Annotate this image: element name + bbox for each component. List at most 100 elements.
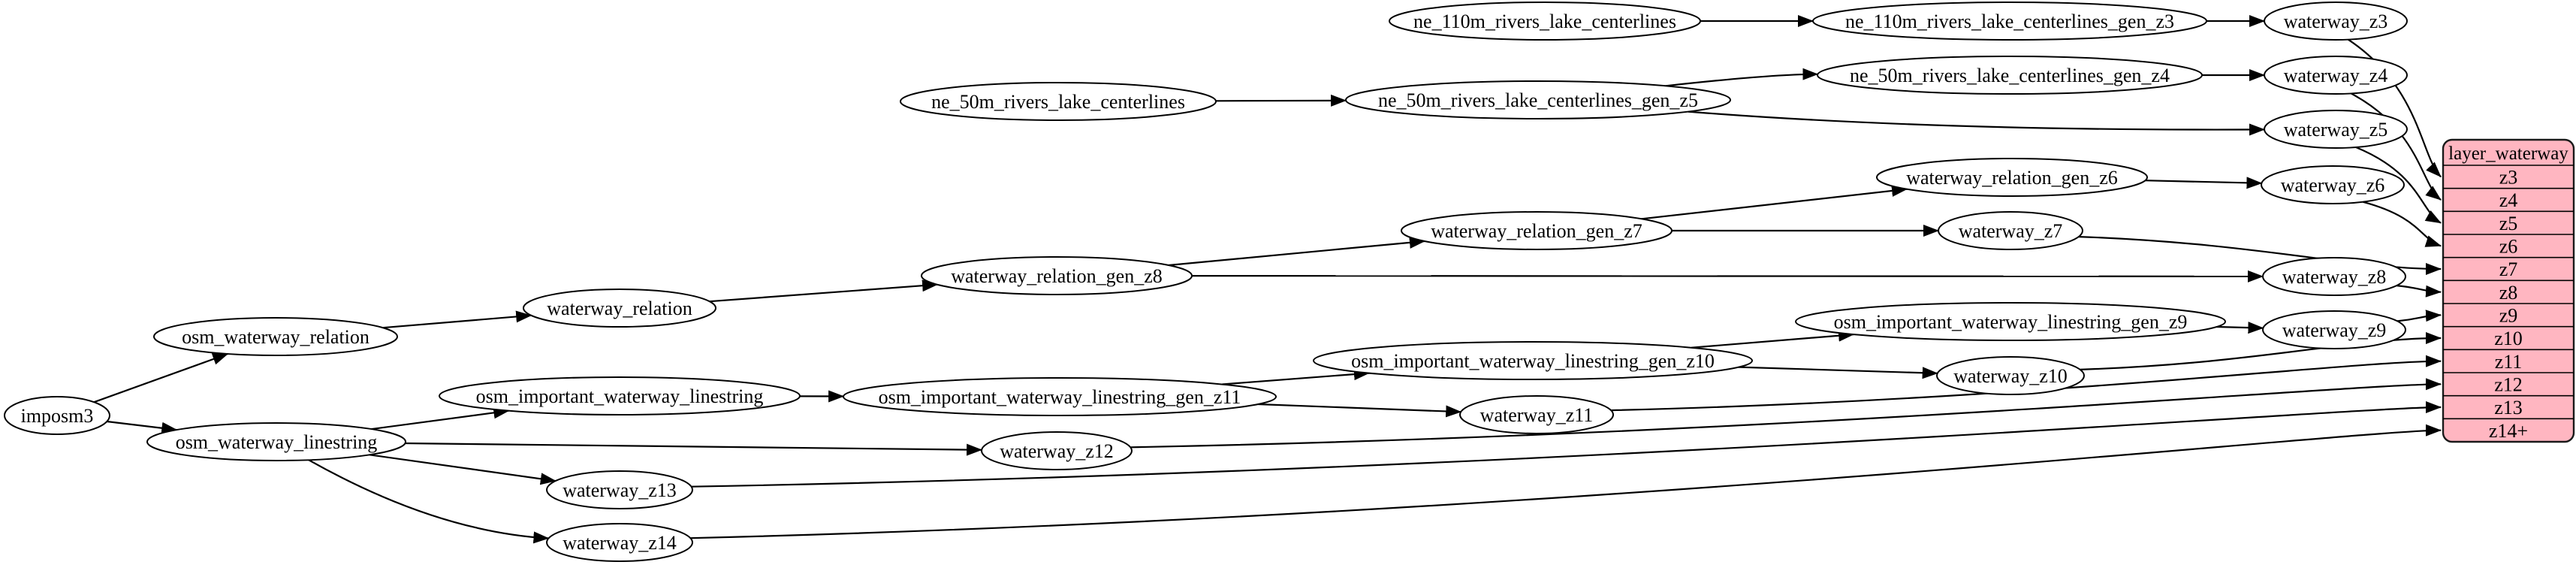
edge-waterway_z11--layer_waterway-z11 bbox=[1611, 355, 2442, 412]
record-title: layer_waterway bbox=[2448, 144, 2568, 164]
edge-ne_50m_rivers_lake_centerlines_gen_z5--waterway_z5 bbox=[1688, 110, 2265, 136]
node-ellipse-waterway_z13 bbox=[546, 470, 693, 509]
record-row-z9: z9 bbox=[2499, 304, 2518, 326]
node-ellipse-waterway_relation_gen_z7 bbox=[1401, 211, 1673, 250]
node-ellipse-ne_110m_rivers_lake_centerlines_gen_z3 bbox=[1812, 2, 2207, 41]
node-waterway_z7: waterway_z7 bbox=[1938, 211, 2083, 250]
node-ellipse-waterway_z5 bbox=[2264, 110, 2408, 149]
edge-waterway_z7--layer_waterway-z7 bbox=[2078, 236, 2442, 275]
node-label-ne_50m_rivers_lake_centerlines_gen_z5: ne_50m_rivers_lake_centerlines_gen_z5 bbox=[1378, 89, 1698, 111]
record-box bbox=[2442, 138, 2575, 443]
record-row-z8: z8 bbox=[2499, 282, 2518, 304]
node-ne_50m_rivers_lake_centerlines: ne_50m_rivers_lake_centerlines bbox=[900, 82, 1217, 121]
node-ellipse-waterway_z14 bbox=[546, 523, 693, 562]
edge-osm_important_waterway_linestring_gen_z9--waterway_z9 bbox=[2216, 322, 2264, 334]
edge-waterway_relation_gen_z7--waterway_relation_gen_z6 bbox=[1641, 184, 1908, 220]
record-row-z5: z5 bbox=[2499, 213, 2518, 234]
record-row-z7: z7 bbox=[2499, 258, 2518, 280]
edge-waterway_relation_gen_z8--waterway_relation_gen_z7 bbox=[1168, 236, 1425, 267]
record-row-z13: z13 bbox=[2494, 397, 2523, 418]
edge-waterway_z5--layer_waterway-z5 bbox=[2355, 146, 2442, 224]
node-label-ne_110m_rivers_lake_centerlines: ne_110m_rivers_lake_centerlines bbox=[1413, 11, 1676, 32]
node-label-waterway_relation: waterway_relation bbox=[547, 298, 692, 319]
node-waterway_z9: waterway_z9 bbox=[2262, 310, 2406, 349]
node-label-osm_important_waterway_linestring_gen_z9: osm_important_waterway_linestring_gen_z9 bbox=[1834, 311, 2188, 333]
node-waterway_z12: waterway_z12 bbox=[981, 431, 1133, 470]
node-label-waterway_relation_gen_z8: waterway_relation_gen_z8 bbox=[951, 265, 1163, 287]
node-waterway_z8: waterway_z8 bbox=[2262, 257, 2406, 296]
node-label-waterway_z9: waterway_z9 bbox=[2282, 319, 2387, 341]
record-node-layer-waterway: layer_waterwayz3z4z5z6z7z8z9z10z11z12z13… bbox=[2442, 138, 2575, 443]
record-row-z14+: z14+ bbox=[2489, 420, 2528, 442]
edge-osm_important_waterway_linestring_gen_z11--waterway_z11 bbox=[1258, 403, 1462, 418]
node-ellipse-waterway_z4 bbox=[2264, 56, 2408, 95]
node-label-waterway_z10: waterway_z10 bbox=[1953, 365, 2068, 387]
node-label-waterway_z11: waterway_z11 bbox=[1480, 404, 1594, 426]
node-ne_110m_rivers_lake_centerlines_gen_z3: ne_110m_rivers_lake_centerlines_gen_z3 bbox=[1812, 2, 2207, 41]
node-ellipse-waterway_relation_gen_z8 bbox=[921, 256, 1193, 295]
edge-waterway_relation_gen_z6--waterway_z6 bbox=[2145, 177, 2263, 189]
node-ellipse-osm_important_waterway_linestring_gen_z11 bbox=[843, 377, 1277, 416]
edge-waterway_z9--layer_waterway-z9 bbox=[2397, 310, 2442, 322]
edge-waterway_z4--layer_waterway-z4 bbox=[2351, 92, 2442, 201]
node-waterway_z4: waterway_z4 bbox=[2264, 56, 2408, 95]
node-label-imposm3: imposm3 bbox=[21, 405, 94, 427]
node-osm_important_waterway_linestring: osm_important_waterway_linestring bbox=[439, 376, 801, 415]
node-ellipse-ne_50m_rivers_lake_centerlines_gen_z5 bbox=[1345, 80, 1731, 119]
edge-waterway_z13--layer_waterway-z13 bbox=[691, 401, 2442, 488]
node-ellipse-waterway_z11 bbox=[1459, 395, 1614, 434]
record-row-z6: z6 bbox=[2499, 235, 2518, 257]
node-ellipse-waterway_relation_gen_z6 bbox=[1876, 158, 2148, 197]
node-ne_50m_rivers_lake_centerlines_gen_z4: ne_50m_rivers_lake_centerlines_gen_z4 bbox=[1817, 56, 2203, 95]
node-ellipse-waterway_z9 bbox=[2262, 310, 2406, 349]
node-label-waterway_z14: waterway_z14 bbox=[563, 532, 677, 554]
edge-osm_waterway_linestring--osm_important_waterway_linestring bbox=[371, 406, 510, 431]
node-waterway_relation_gen_z6: waterway_relation_gen_z6 bbox=[1876, 158, 2148, 197]
edge-imposm3--osm_waterway_relation bbox=[93, 352, 229, 403]
node-osm_important_waterway_linestring_gen_z10: osm_important_waterway_linestring_gen_z1… bbox=[1313, 341, 1753, 380]
edge-osm_important_waterway_linestring_gen_z11--osm_important_waterway_linestring_gen_z10 bbox=[1222, 368, 1370, 385]
record-row-z12: z12 bbox=[2494, 373, 2523, 395]
node-label-waterway_z6: waterway_z6 bbox=[2281, 174, 2385, 196]
node-ellipse-waterway_relation bbox=[523, 289, 716, 328]
edge-osm_waterway_linestring--waterway_z12 bbox=[405, 442, 983, 456]
node-label-osm_waterway_linestring: osm_waterway_linestring bbox=[176, 431, 378, 453]
node-ellipse-ne_50m_rivers_lake_centerlines_gen_z4 bbox=[1817, 56, 2203, 95]
edge-waterway_relation--waterway_relation_gen_z8 bbox=[709, 279, 939, 303]
node-label-ne_50m_rivers_lake_centerlines: ne_50m_rivers_lake_centerlines bbox=[931, 91, 1185, 113]
node-label-waterway_z7: waterway_z7 bbox=[1959, 220, 2063, 242]
node-label-osm_waterway_relation: osm_waterway_relation bbox=[182, 326, 370, 348]
node-ellipse-osm_important_waterway_linestring bbox=[439, 376, 801, 415]
node-imposm3: imposm3 bbox=[4, 396, 110, 435]
node-ellipse-ne_50m_rivers_lake_centerlines bbox=[900, 82, 1217, 121]
node-label-waterway_z4: waterway_z4 bbox=[2284, 65, 2388, 86]
node-waterway_z5: waterway_z5 bbox=[2264, 110, 2408, 149]
edge-imposm3--osm_waterway_linestring bbox=[107, 420, 178, 434]
node-ellipse-waterway_z6 bbox=[2261, 165, 2405, 204]
node-osm_important_waterway_linestring_gen_z11: osm_important_waterway_linestring_gen_z1… bbox=[843, 377, 1277, 416]
edge-osm_waterway_linestring--waterway_z14 bbox=[308, 459, 550, 544]
node-osm_waterway_relation: osm_waterway_relation bbox=[153, 317, 398, 356]
node-ellipse-waterway_z12 bbox=[981, 431, 1133, 470]
node-label-waterway_z13: waterway_z13 bbox=[563, 479, 677, 501]
edge-waterway_z10--layer_waterway-z10 bbox=[2080, 332, 2442, 370]
node-ellipse-osm_waterway_linestring bbox=[146, 422, 406, 461]
node-label-osm_important_waterway_linestring_gen_z11: osm_important_waterway_linestring_gen_z1… bbox=[879, 386, 1241, 408]
node-label-ne_110m_rivers_lake_centerlines_gen_z3: ne_110m_rivers_lake_centerlines_gen_z3 bbox=[1845, 11, 2174, 32]
edge-waterway_z8--layer_waterway-z8 bbox=[2396, 285, 2442, 298]
edge-waterway_z6--layer_waterway-z6 bbox=[2362, 201, 2442, 247]
edge-osm_important_waterway_linestring_gen_z10--waterway_z10 bbox=[1739, 366, 1938, 379]
node-label-waterway_z5: waterway_z5 bbox=[2284, 119, 2388, 140]
node-ellipse-waterway_z10 bbox=[1936, 356, 2085, 395]
node-label-waterway_relation_gen_z7: waterway_relation_gen_z7 bbox=[1431, 220, 1642, 242]
node-label-waterway_relation_gen_z6: waterway_relation_gen_z6 bbox=[1906, 167, 2118, 189]
edge-ne_50m_rivers_lake_centerlines_gen_z5--ne_50m_rivers_lake_centerlines_gen_z4 bbox=[1665, 68, 1819, 87]
node-waterway_relation_gen_z8: waterway_relation_gen_z8 bbox=[921, 256, 1193, 295]
node-waterway_relation: waterway_relation bbox=[523, 289, 716, 328]
node-ellipse-osm_important_waterway_linestring_gen_z9 bbox=[1795, 302, 2226, 341]
node-waterway_z10: waterway_z10 bbox=[1936, 356, 2085, 395]
record-row-z11: z11 bbox=[2495, 351, 2523, 373]
node-waterway_z6: waterway_z6 bbox=[2261, 165, 2405, 204]
node-osm_important_waterway_linestring_gen_z9: osm_important_waterway_linestring_gen_z9 bbox=[1795, 302, 2226, 341]
node-waterway_z13: waterway_z13 bbox=[546, 470, 693, 509]
